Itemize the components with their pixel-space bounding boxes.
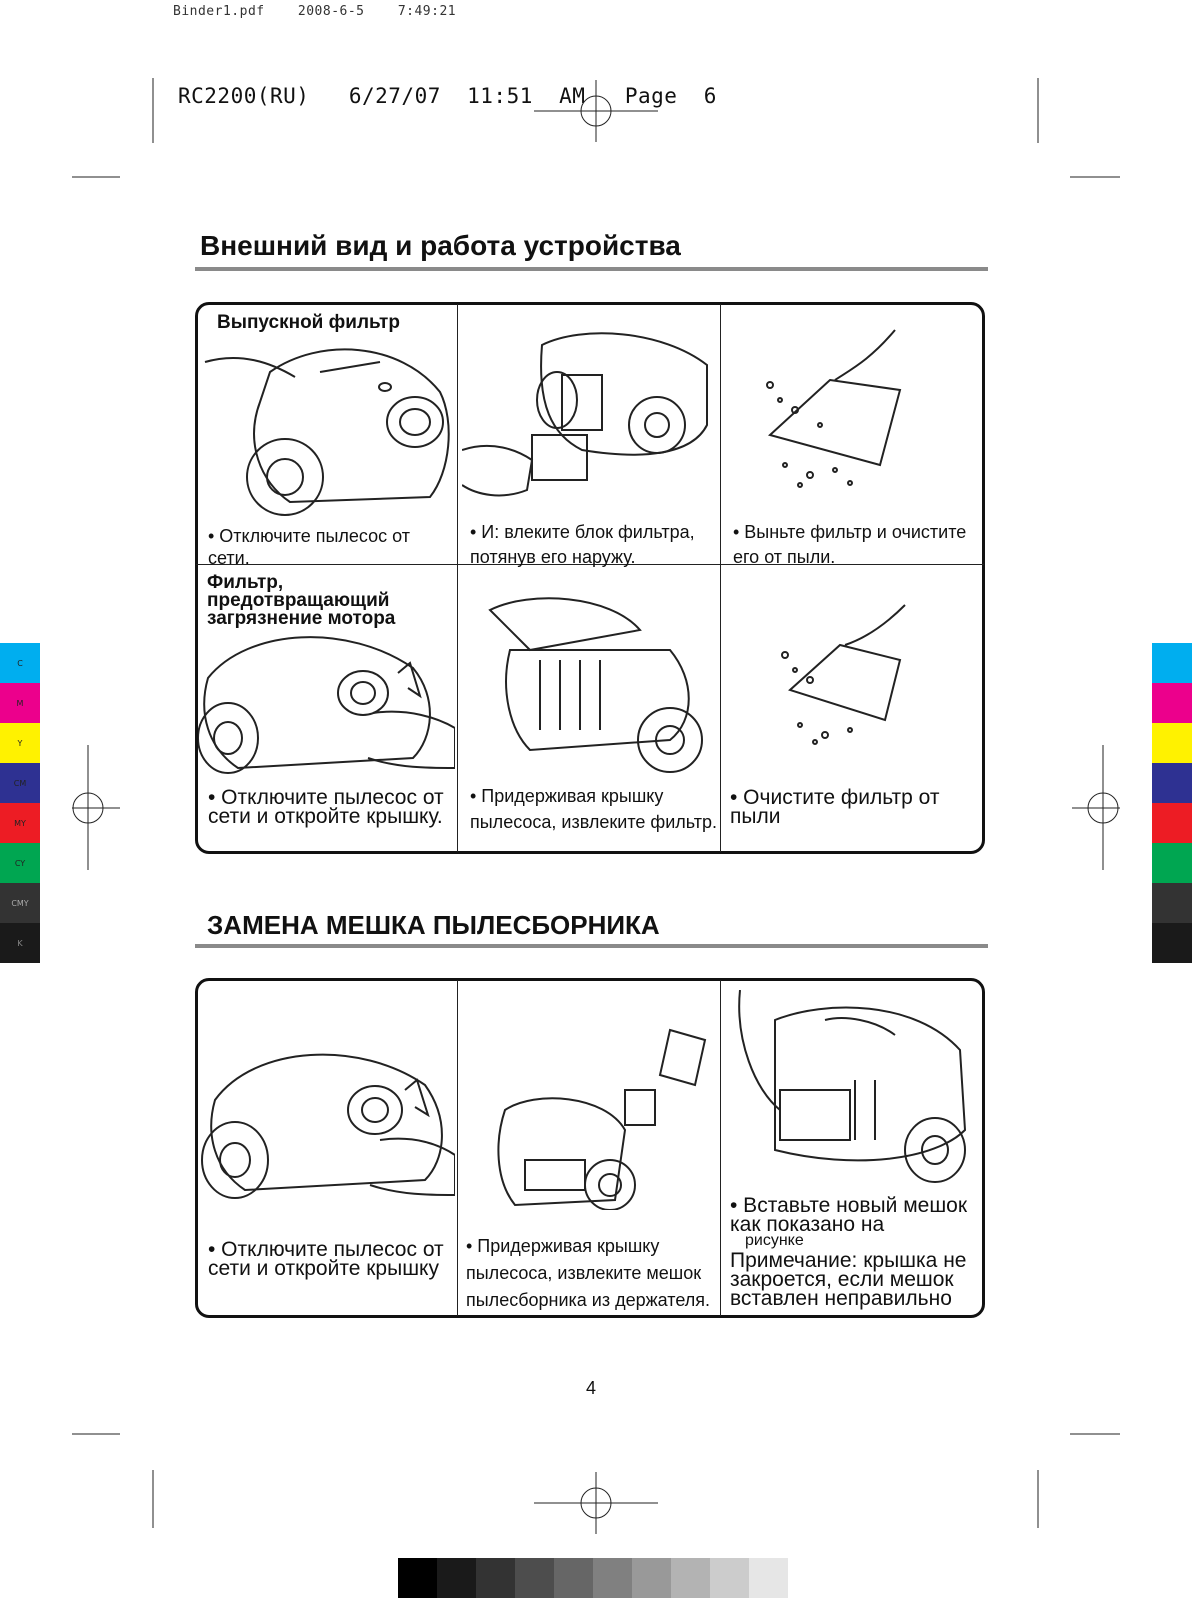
filter-instructions-panel: [195, 302, 985, 854]
section-title-appearance: Внешний вид и работа устройства: [200, 230, 681, 261]
title-rule: [195, 267, 988, 271]
panel-divider: [720, 304, 721, 852]
panel-divider: [720, 980, 721, 1316]
swatch-c: C: [0, 643, 40, 683]
swatch-cmy: CMY: [0, 883, 40, 923]
gray-swatch: [476, 1558, 515, 1598]
vacuum-open-lid-illustration: [201, 1053, 455, 1199]
bag-replacement-panel: [195, 978, 985, 1318]
bag-insertion-illustration: [738, 990, 967, 1183]
swatch-m: [1152, 683, 1192, 723]
step-caption: • Придерживая крышку пылесоса, извлеките…: [470, 786, 717, 832]
panel-divider: [196, 564, 984, 565]
swatch-my: MY: [0, 803, 40, 843]
color-bar-left: C M Y CM MY CY CMY K: [0, 643, 40, 963]
swatch-my: [1152, 803, 1192, 843]
vacuum-open-lid-illustration: [198, 636, 455, 774]
swatch-y: [1152, 723, 1192, 763]
swatch-m: M: [0, 683, 40, 723]
swatch-cm: CM: [0, 763, 40, 803]
swatch-cm: [1152, 763, 1192, 803]
step-caption: • Вставьте новый мешок как показано на: [730, 1194, 968, 1236]
filter-cleaning-illustration: [766, 329, 902, 488]
swatch-c: [1152, 643, 1192, 683]
gray-swatch: [593, 1558, 632, 1598]
gray-scale-bar: [398, 1558, 788, 1598]
gray-swatch: [671, 1558, 710, 1598]
step-caption: • Очистите фильтр от пыли: [730, 786, 940, 828]
swatch-y: Y: [0, 723, 40, 763]
gray-swatch: [749, 1558, 788, 1598]
swatch-cy: [1152, 843, 1192, 883]
filter-cleaning-illustration: [781, 604, 906, 745]
page-number: 4: [586, 1378, 597, 1398]
print-job-info: RC2200(RU) 6/27/07 11:51 AM Page 6: [178, 84, 717, 108]
gray-swatch: [398, 1558, 437, 1598]
filter-extraction-illustration: [488, 597, 703, 773]
step-caption: • Выньте фильтр и очистите его от пыли.: [733, 522, 967, 567]
swatch-k: K: [0, 923, 40, 963]
panel-divider: [457, 980, 458, 1316]
motor-filter-heading: Фильтр, предотвращающий загрязнение мото…: [207, 572, 396, 629]
section-title-bag-replacement: ЗАМЕНА МЕШКА ПЫЛЕСБОРНИКА: [207, 910, 660, 940]
step-caption: • Отключите пылесос от сети и откройте к…: [208, 1238, 444, 1280]
exhaust-filter-heading: Выпускной фильтр: [217, 312, 400, 333]
step-caption: • И: влеките блок фильтра, потянув его н…: [470, 522, 695, 567]
step-caption: рисунке: [745, 1232, 804, 1249]
color-bar-right: [1152, 643, 1192, 963]
bag-removal-illustration: [497, 1028, 707, 1210]
gray-swatch: [437, 1558, 476, 1598]
gray-swatch: [515, 1558, 554, 1598]
gray-swatch: [710, 1558, 749, 1598]
note-caption: Примечание: крышка не закроется, если ме…: [730, 1249, 967, 1310]
filter-removal-illustration: [462, 332, 708, 497]
panel-divider: [457, 304, 458, 852]
step-caption: • Отключите пылесос от сети.: [208, 526, 410, 568]
swatch-cmy: [1152, 883, 1192, 923]
gray-swatch: [632, 1558, 671, 1598]
step-caption: • Придерживая крышку пылесоса, извлеките…: [466, 1236, 711, 1310]
vacuum-unplug-illustration: [204, 348, 450, 516]
title-rule: [195, 944, 988, 948]
step-caption: • Отключите пылесос от сети и откройте к…: [208, 786, 444, 828]
swatch-cy: CY: [0, 843, 40, 883]
gray-swatch: [554, 1558, 593, 1598]
swatch-k: [1152, 923, 1192, 963]
print-file-info: Binder1.pdf 2008-6-5 7:49:21: [173, 4, 457, 19]
